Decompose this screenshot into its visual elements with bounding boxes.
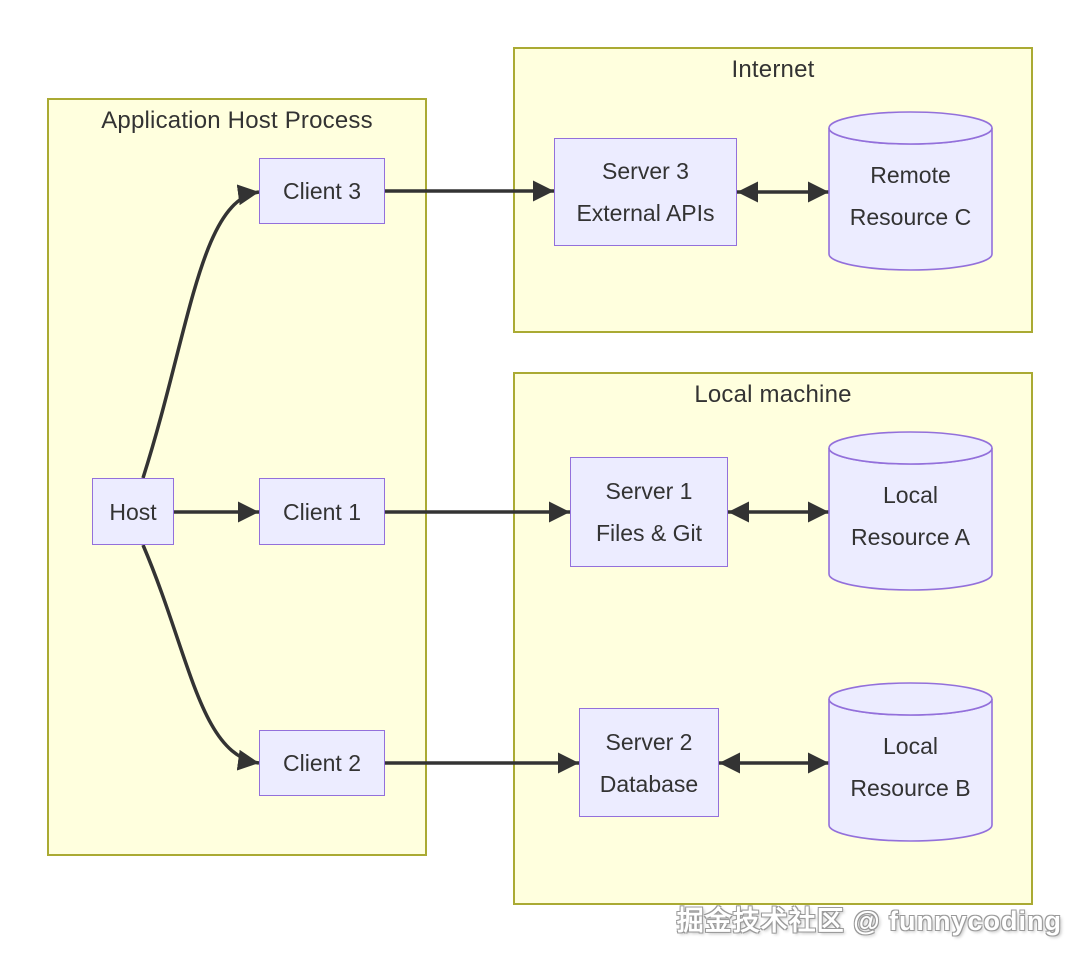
cylinder-remote-resource-c (828, 111, 993, 271)
edge-host-client3 (141, 184, 260, 479)
cluster-title-application-host-process: Application Host Process (101, 107, 373, 134)
node-server3: Server 3 External APIs (554, 138, 737, 246)
node-client1: Client 1 (259, 478, 385, 545)
node-label: Client 1 (283, 498, 361, 525)
node-server1: Server 1 Files & Git (570, 457, 728, 567)
node-label: Server 3 (602, 158, 689, 184)
node-client2: Client 2 (259, 730, 385, 796)
node-client3: Client 3 (259, 158, 385, 224)
node-label: Server 2 (605, 728, 693, 755)
edge-host-client2 (141, 544, 260, 771)
node-label: Client 2 (283, 750, 361, 776)
node-label: Database (599, 770, 699, 797)
node-label: Server 1 (605, 478, 693, 504)
cluster-application-host-process: Application Host Process (47, 98, 427, 856)
cylinder-local-resource-b (828, 682, 993, 842)
node-label: Client 3 (283, 178, 361, 204)
cluster-title-local-machine: Local machine (694, 381, 852, 408)
node-label: Files & Git (595, 520, 703, 546)
node-server2: Server 2 Database (579, 708, 719, 817)
cylinder-local-resource-a (828, 431, 993, 591)
node-host: Host (92, 478, 174, 545)
watermark: 掘金技术社区 @ funnycoding (676, 906, 1062, 936)
node-label: Host (109, 498, 157, 525)
cluster-title-internet: Internet (731, 56, 815, 83)
node-label: External APIs (576, 200, 715, 226)
